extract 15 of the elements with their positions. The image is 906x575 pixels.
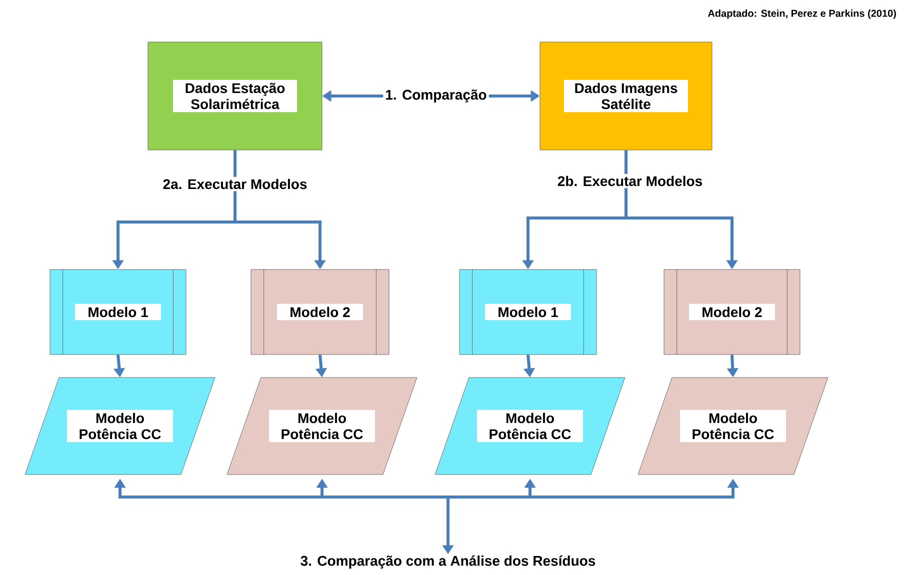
data-parallelogram: Modelo Potência CC	[24, 377, 216, 475]
data-parallelogram: Modelo Potência CC	[226, 377, 418, 475]
data-parallelogram: Modelo Potência CC	[434, 377, 626, 475]
process-box: Modelo 1	[50, 269, 186, 355]
result-text: 3. Comparação com a Análise dos Resíduos	[300, 555, 596, 569]
data-box: Dados Imagens Satélite	[540, 42, 712, 150]
edge-label: 2a. Executar Modelos	[160, 176, 310, 192]
data-box: Dados Estação Solarimétrica	[148, 42, 322, 150]
process-box: Modelo 2	[664, 269, 800, 355]
edge-label: 2b. Executar Modelos	[555, 174, 705, 188]
source-note: Adaptado: Stein, Perez e Parkins (2010)	[708, 10, 896, 19]
process-box: Modelo 2	[250, 269, 390, 355]
edge-label: 1. Comparação	[383, 88, 489, 104]
process-box: Modelo 1	[459, 269, 597, 355]
data-parallelogram: Modelo Potência CC	[638, 377, 828, 475]
